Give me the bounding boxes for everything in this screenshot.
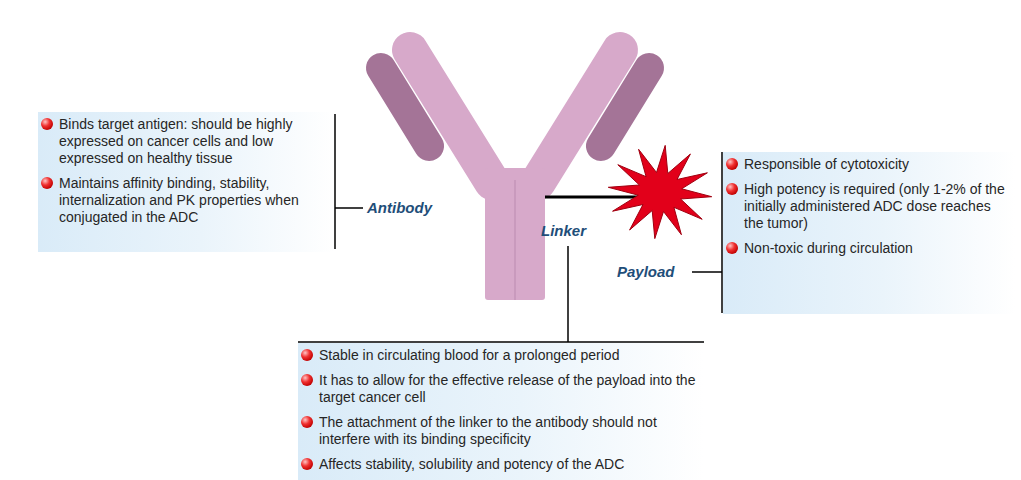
bullet-text: The attachment of the linker to the anti… bbox=[300, 414, 698, 448]
part-name: Linker bbox=[541, 222, 586, 239]
linker-line bbox=[545, 196, 640, 199]
bullet-text: High potency is required (only 1-2% of t… bbox=[725, 181, 1009, 232]
bullet-text: Maintains affinity binding, stability, i… bbox=[40, 175, 328, 226]
bullet-text: It has to allow for the effective releas… bbox=[300, 372, 698, 406]
linker-callout: Stable in circulating blood for a prolon… bbox=[298, 343, 704, 480]
bullet-text: Binds target antigen: should be highly e… bbox=[40, 116, 328, 167]
bullet-text: Affects stability, solubility and potenc… bbox=[300, 456, 698, 473]
payload-star bbox=[608, 145, 711, 238]
leader-lines bbox=[298, 114, 722, 342]
payload-callout: Responsible of cytotoxicityHigh potency … bbox=[723, 152, 1015, 314]
bullet-text: Stable in circulating blood for a prolon… bbox=[300, 347, 698, 364]
antibody-callout: Binds target antigen: should be highly e… bbox=[38, 112, 334, 252]
part-name: Antibody bbox=[367, 199, 432, 216]
bullet-text: Responsible of cytotoxicity bbox=[725, 156, 1009, 173]
antibody-shape bbox=[381, 50, 649, 300]
part-name: Payload bbox=[617, 263, 675, 280]
bullet-text: Non-toxic during circulation bbox=[725, 240, 1009, 257]
